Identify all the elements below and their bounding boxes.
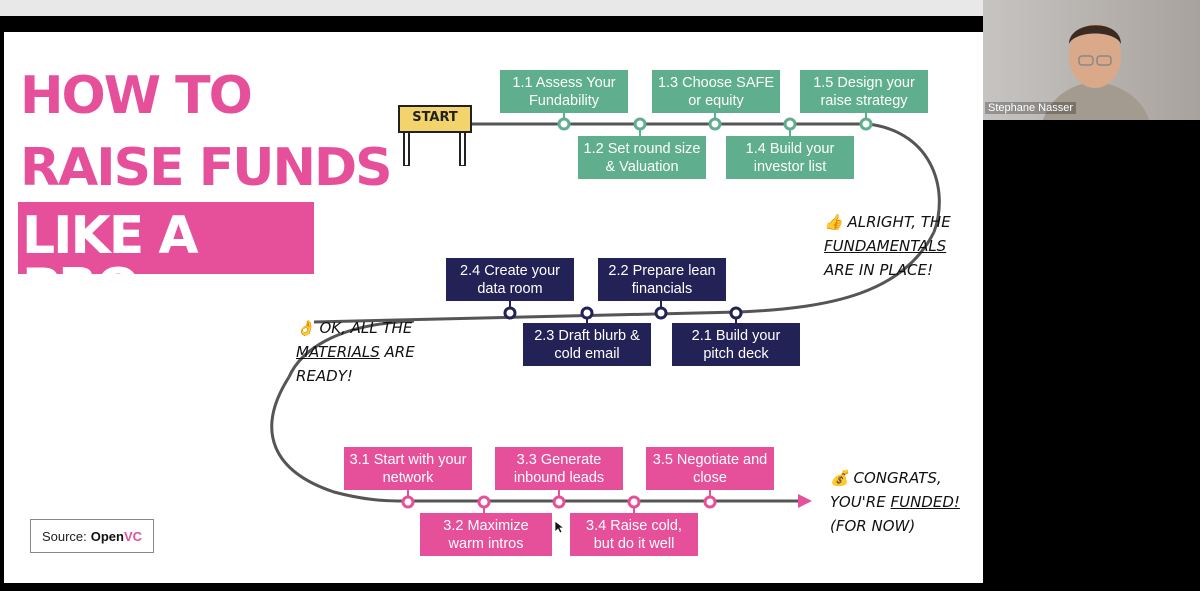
note3-line3: (FOR NOW) bbox=[830, 517, 916, 535]
note3-line2b: FUNDED! bbox=[890, 493, 960, 511]
participant-avatar bbox=[1043, 24, 1149, 120]
note2-line3: READY! bbox=[296, 367, 353, 385]
step-1-1: 1.1 Assess Your Fundability bbox=[500, 70, 628, 113]
step-3-4: 3.4 Raise cold, but do it well bbox=[570, 513, 698, 556]
start-sign: START bbox=[398, 104, 472, 170]
step-3-5: 3.5 Negotiate and close bbox=[646, 447, 774, 490]
step-3-2: 3.2 Maximize warm intros bbox=[420, 513, 552, 556]
start-label: START bbox=[412, 110, 458, 125]
step-2-1: 2.1 Build your pitch deck bbox=[672, 323, 800, 366]
note2-line1: OK, ALL THE bbox=[319, 319, 413, 337]
step-1-3: 1.3 Choose SAFE or equity bbox=[652, 70, 780, 113]
title-line-1: HOW TO bbox=[20, 66, 253, 126]
step-3-1: 3.1 Start with your network bbox=[344, 447, 472, 490]
title-line-2: RAISE FUNDS bbox=[20, 138, 393, 198]
note3-line2a: YOU'RE bbox=[830, 493, 891, 511]
step-3-3: 3.3 Generate inbound leads bbox=[495, 447, 623, 490]
mouse-cursor-icon bbox=[554, 520, 564, 534]
note1-line3: ARE IN PLACE! bbox=[824, 261, 933, 279]
source-label: Source: bbox=[41, 528, 87, 544]
step-1-2: 1.2 Set round size & Valuation bbox=[578, 136, 706, 179]
title-line-3: LIKE A PRO bbox=[22, 206, 199, 318]
money-bag-icon: 💰 bbox=[830, 469, 849, 487]
note3-line1: CONGRATS, bbox=[853, 469, 942, 487]
note-funded: 💰 CONGRATS, YOU'RE FUNDED! (FOR NOW) bbox=[830, 466, 960, 538]
note2-line2a: MATERIALS bbox=[296, 343, 380, 361]
screen-share-top-bar bbox=[0, 0, 983, 16]
source-brand: OpenVC bbox=[91, 529, 142, 544]
note-materials: 👌 OK, ALL THE MATERIALS ARE READY! bbox=[296, 316, 415, 388]
source-brand-a: Open bbox=[90, 528, 124, 544]
participant-name: Stephane Nasser bbox=[985, 102, 1076, 114]
note1-line1: ALRIGHT, THE bbox=[847, 213, 951, 231]
presentation-slide: HOW TO RAISE FUNDS LIKE A PRO START 1.1 … bbox=[4, 32, 983, 583]
note2-line2b: ARE bbox=[379, 343, 415, 361]
participant-video-tile[interactable]: Stephane Nasser bbox=[983, 0, 1200, 120]
title-highlight-box: LIKE A PRO bbox=[18, 202, 314, 314]
source-brand-b: VC bbox=[123, 528, 143, 544]
thumbs-up-icon: 👍 bbox=[824, 213, 843, 231]
step-2-4: 2.4 Create your data room bbox=[446, 258, 574, 301]
step-2-2: 2.2 Prepare lean financials bbox=[598, 258, 726, 301]
note1-line2: FUNDAMENTALS bbox=[824, 237, 947, 255]
note-fundamentals: 👍 ALRIGHT, THE FUNDAMENTALS ARE IN PLACE… bbox=[824, 210, 951, 282]
roadmap-path bbox=[270, 112, 941, 514]
source-badge: Source: OpenVC bbox=[30, 519, 154, 553]
step-2-3: 2.3 Draft blurb & cold email bbox=[523, 323, 651, 366]
step-1-5: 1.5 Design your raise strategy bbox=[800, 70, 928, 113]
step-1-4: 1.4 Build your investor list bbox=[726, 136, 854, 179]
ok-hand-icon: 👌 bbox=[296, 319, 315, 337]
